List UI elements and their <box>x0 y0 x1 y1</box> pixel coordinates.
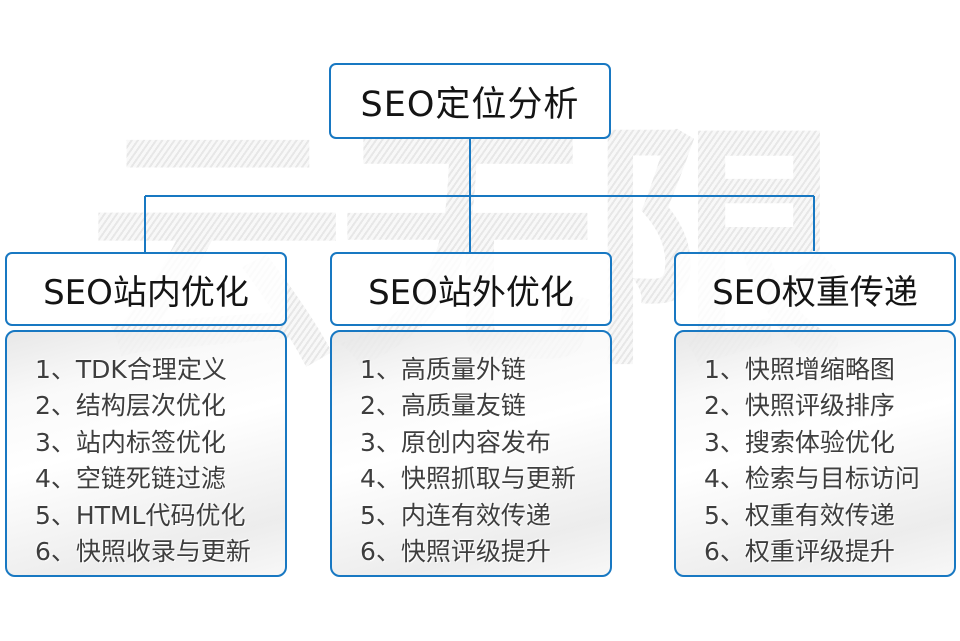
offsite-header-label: SEO站外优化 <box>368 272 574 313</box>
weight-header-label: SEO权重传递 <box>712 272 918 313</box>
list-item: 3、原创内容发布 <box>360 427 551 457</box>
list-item: 3、搜索体验优化 <box>704 427 895 457</box>
list-item: 1、高质量外链 <box>360 355 526 384</box>
tree-connector-path <box>144 139 815 253</box>
weight-header-box: SEO权重传递 <box>674 252 956 326</box>
list-item: 1、快照增缩略图 <box>704 355 895 384</box>
list-item: 5、内连有效传递 <box>360 500 551 530</box>
weight-list-box: 1、快照增缩略图 2、快照评级排序 3、搜索体验优化 4、检索与目标访问 5、权… <box>674 330 956 577</box>
list-item: 5、HTML代码优化 <box>35 500 246 530</box>
list-item: 6、权重评级提升 <box>704 537 895 567</box>
list-item: 3、站内标签优化 <box>35 427 226 457</box>
list-item: 1、TDK合理定义 <box>35 355 227 384</box>
root-node-seo-positioning: SEO定位分析 <box>329 63 611 139</box>
offsite-list-box: 1、高质量外链 2、高质量友链 3、原创内容发布 4、快照抓取与更新 5、内连有… <box>330 330 612 577</box>
list-item: 2、高质量友链 <box>360 391 526 421</box>
weight-item-list: 1、快照增缩略图 2、快照评级排序 3、搜索体验优化 4、检索与目标访问 5、权… <box>704 352 944 570</box>
list-item: 2、结构层次优化 <box>35 391 226 421</box>
list-item: 4、空链死链过滤 <box>35 464 226 494</box>
onsite-item-list: 1、TDK合理定义 2、结构层次优化 3、站内标签优化 4、空链死链过滤 5、H… <box>35 352 275 570</box>
onsite-header-label: SEO站内优化 <box>43 272 249 313</box>
list-item: 4、快照抓取与更新 <box>360 464 576 494</box>
list-item: 4、检索与目标访问 <box>704 464 920 494</box>
list-item: 6、快照评级提升 <box>360 537 551 567</box>
list-item: 6、快照收录与更新 <box>35 537 251 567</box>
list-item: 2、快照评级排序 <box>704 391 895 421</box>
root-node-label: SEO定位分析 <box>360 84 580 125</box>
offsite-item-list: 1、高质量外链 2、高质量友链 3、原创内容发布 4、快照抓取与更新 5、内连有… <box>360 352 600 570</box>
offsite-header-box: SEO站外优化 <box>330 252 612 326</box>
onsite-list-box: 1、TDK合理定义 2、结构层次优化 3、站内标签优化 4、空链死链过滤 5、H… <box>5 330 287 577</box>
list-item: 5、权重有效传递 <box>704 500 895 530</box>
onsite-header-box: SEO站内优化 <box>5 252 287 326</box>
